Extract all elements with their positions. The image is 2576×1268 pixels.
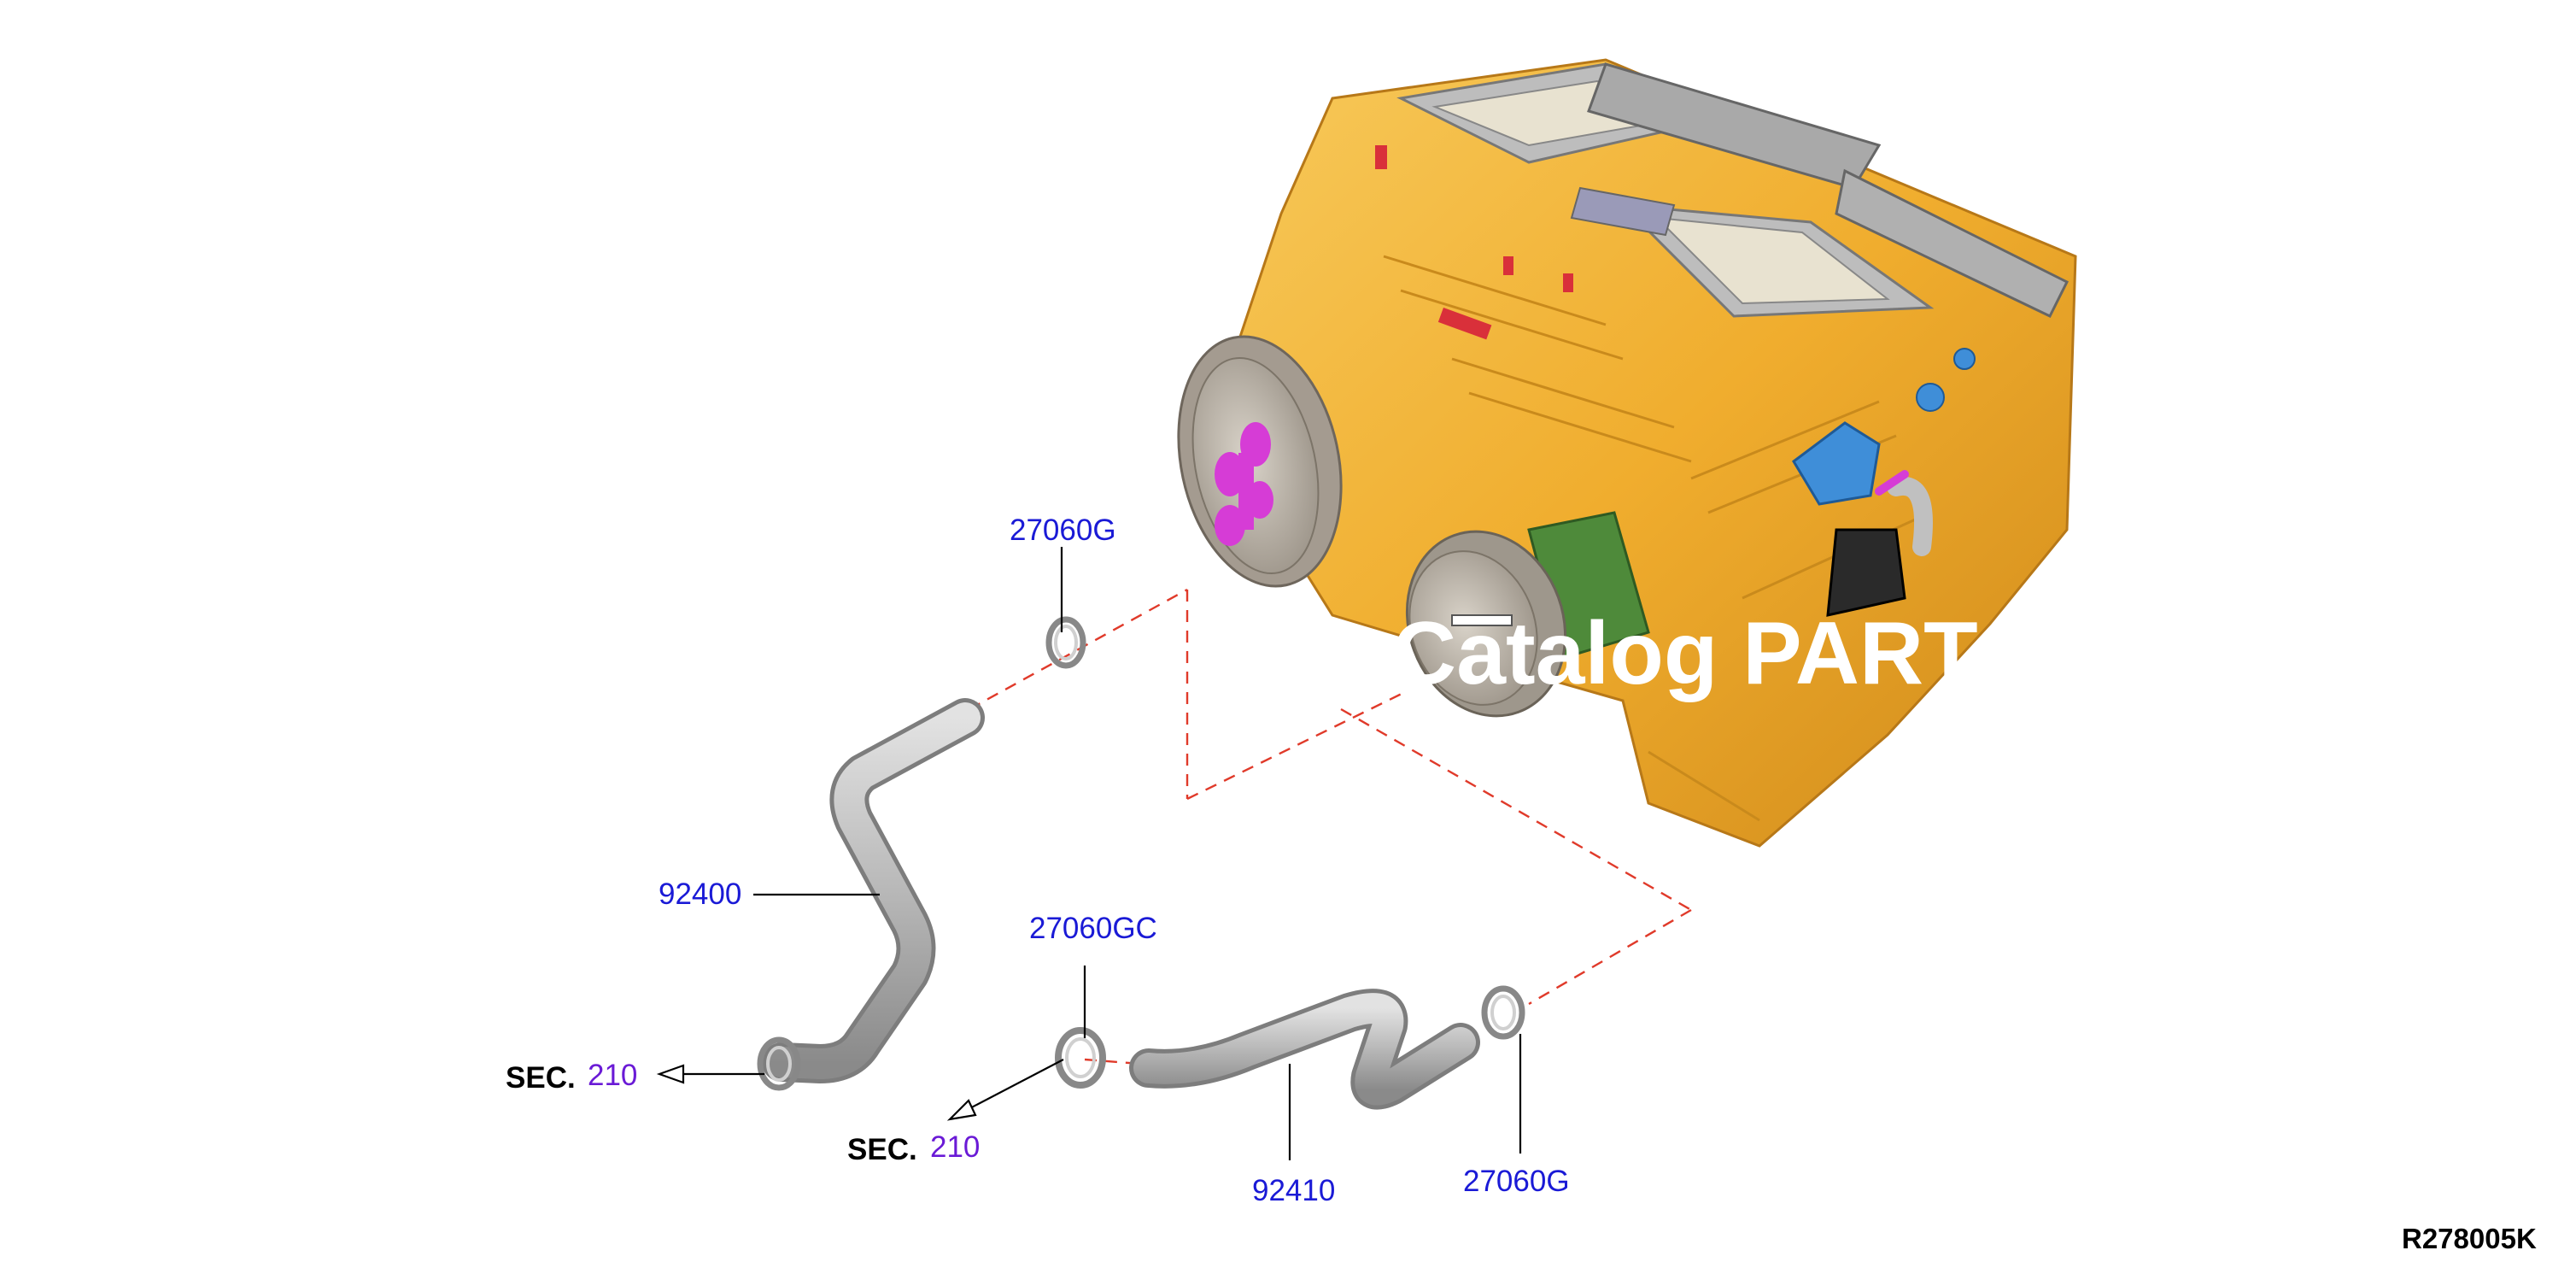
watermark-text: Catalog PART bbox=[1392, 604, 1978, 703]
connector-icon bbox=[1826, 470, 1933, 617]
hose-clamp-icon bbox=[1045, 616, 1086, 669]
leader-lines bbox=[675, 547, 1522, 1160]
water-valve-icon bbox=[1792, 348, 1976, 506]
callout-clamp-lower: 27060GC bbox=[1029, 912, 1157, 945]
hose-clamp-icon bbox=[757, 1036, 801, 1091]
heater-hose-outlet bbox=[1129, 989, 1480, 1110]
section-prefix: SEC. bbox=[847, 1133, 917, 1166]
section-reference-left[interactable]: SEC. 210 bbox=[506, 1059, 637, 1095]
section-prefix: SEC. bbox=[506, 1061, 576, 1095]
hose-clamp-icon bbox=[1481, 985, 1525, 1040]
callout-hose-outlet: 92410 bbox=[1252, 1174, 1335, 1207]
red-detail-marks bbox=[1375, 145, 1573, 340]
blower-fan-icon bbox=[1215, 422, 1273, 546]
hvac-unit-assembly-icon bbox=[1177, 58, 2077, 848]
actuator-motor-icon bbox=[1405, 511, 1650, 718]
arrow-head-icon bbox=[946, 1099, 977, 1121]
callout-hose-inlet: 92400 bbox=[659, 878, 741, 911]
top-duct-frames bbox=[1396, 62, 2070, 318]
hose-clamp-icon bbox=[1055, 1027, 1106, 1089]
diagram-reference-code: R278005K bbox=[2402, 1223, 2537, 1254]
section-number[interactable]: 210 bbox=[588, 1059, 637, 1092]
blower-motor-icon bbox=[1177, 335, 1343, 588]
callout-clamp-upper: 27060G bbox=[1010, 514, 1116, 547]
assembly-dashed-lines bbox=[969, 588, 1692, 1065]
section-reference-bottom[interactable]: SEC. 210 bbox=[847, 1130, 980, 1166]
section-number[interactable]: 210 bbox=[930, 1130, 980, 1164]
callout-clamp-right: 27060G bbox=[1463, 1165, 1570, 1198]
heater-hose-inlet bbox=[762, 698, 985, 1083]
arrow-head-icon bbox=[656, 1064, 685, 1084]
